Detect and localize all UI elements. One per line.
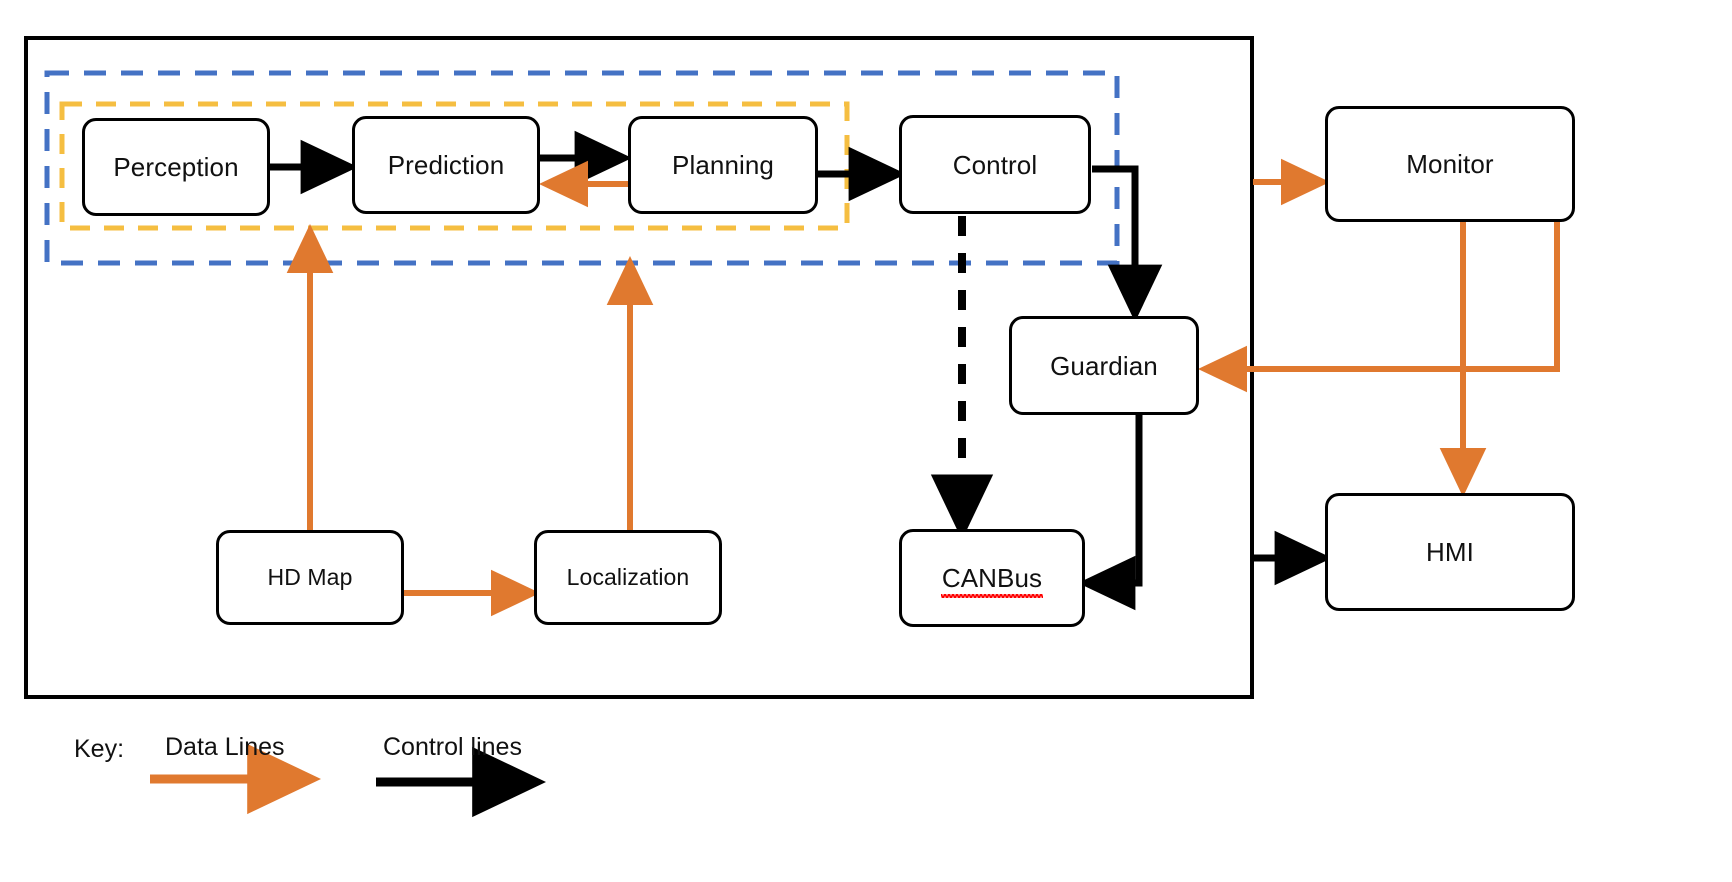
- legend-key-label: Key:: [74, 735, 125, 763]
- legend-control-lines-label: Control lines: [383, 733, 522, 761]
- node-hmi-label: HMI: [1426, 537, 1474, 567]
- node-perception[interactable]: Perception: [82, 118, 270, 216]
- node-canbus[interactable]: CANBus: [899, 529, 1085, 627]
- node-monitor-label: Monitor: [1406, 149, 1494, 179]
- node-guardian-label: Guardian: [1050, 350, 1158, 381]
- edge-control-guardian: [1092, 165, 1163, 323]
- node-localization-label: Localization: [566, 564, 690, 590]
- node-guardian[interactable]: Guardian: [1009, 316, 1199, 415]
- node-prediction-label: Prediction: [387, 150, 505, 180]
- node-canbus-label: CANBus: [940, 563, 1044, 598]
- node-planning-label: Planning: [672, 150, 774, 180]
- node-control[interactable]: Control: [899, 115, 1091, 214]
- node-localization[interactable]: Localization: [534, 530, 722, 625]
- edge-guardian-canbus: [1077, 415, 1143, 611]
- node-perception-label: Perception: [113, 152, 239, 182]
- node-monitor[interactable]: Monitor: [1325, 106, 1575, 222]
- legend-data-lines-label: Data Lines: [165, 733, 285, 761]
- node-hd-map-label: HD Map: [267, 564, 353, 590]
- edge-monitor-guardian: [1197, 222, 1560, 393]
- yellow-dashed-group: [59, 101, 850, 231]
- node-hd-map[interactable]: HD Map: [216, 530, 404, 625]
- node-planning[interactable]: Planning: [628, 116, 818, 214]
- node-control-label: Control: [952, 149, 1038, 180]
- node-hmi[interactable]: HMI: [1325, 493, 1575, 611]
- node-prediction[interactable]: Prediction: [352, 116, 540, 214]
